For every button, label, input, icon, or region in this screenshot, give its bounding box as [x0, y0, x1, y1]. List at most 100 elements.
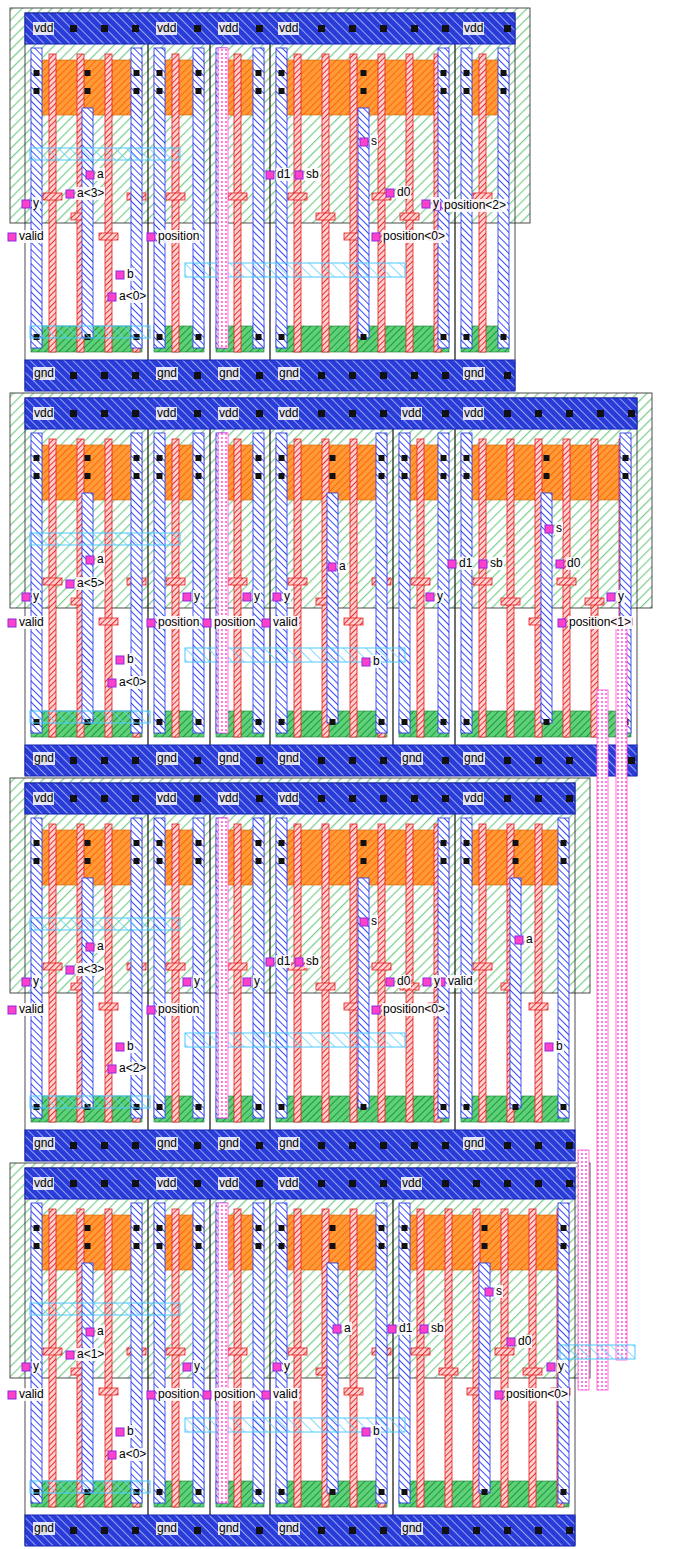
pin-square — [448, 560, 456, 568]
metal1-strip — [31, 433, 42, 733]
contact — [464, 88, 470, 94]
pin-square — [266, 171, 274, 179]
pin-label: gnd — [401, 752, 423, 765]
rail-contact — [256, 1142, 263, 1149]
contact — [464, 334, 470, 340]
contact — [196, 455, 202, 461]
p-diffusion — [276, 445, 387, 500]
contact — [256, 473, 262, 479]
poly-stub — [585, 598, 604, 605]
p-diffusion — [461, 445, 631, 500]
rail-contact — [442, 410, 449, 417]
metal2-outline — [30, 1303, 180, 1315]
poly-gate — [294, 824, 301, 1122]
rail-contact — [411, 795, 418, 802]
contact — [256, 719, 262, 725]
poly-gate — [294, 54, 301, 352]
rail-contact — [504, 1527, 511, 1534]
pin-square — [362, 658, 370, 666]
p-diffusion — [399, 1215, 569, 1270]
contact — [279, 1489, 285, 1495]
pin-square — [386, 189, 394, 197]
rail-contact — [318, 372, 325, 379]
standard-cell-row — [10, 778, 590, 1161]
contact — [196, 1489, 202, 1495]
pin-label: vdd — [401, 1177, 422, 1190]
contact — [441, 858, 447, 864]
contact — [513, 1104, 519, 1110]
rail-contact — [349, 795, 356, 802]
contact — [330, 1243, 336, 1249]
pin-label: d0 — [396, 186, 411, 199]
rail-contact — [70, 1142, 77, 1149]
rail-contact — [318, 795, 325, 802]
pin-label: gnd — [33, 367, 55, 380]
pin-label: valid — [447, 975, 474, 988]
pin-square — [266, 958, 274, 966]
rail-contact — [132, 372, 139, 379]
poly-gate — [535, 824, 542, 1122]
pin-square — [8, 619, 16, 627]
rail-contact — [628, 757, 635, 764]
cell-boundary — [148, 783, 210, 1160]
pin-label: a — [525, 933, 534, 946]
rail-contact — [504, 757, 511, 764]
pin-square — [388, 1325, 396, 1333]
pin-square — [607, 593, 615, 601]
poly-gate — [378, 824, 385, 1122]
pin-label: valid — [272, 616, 299, 629]
metal1-strip — [276, 48, 287, 348]
contact — [256, 455, 262, 461]
contact — [157, 473, 163, 479]
rail-contact — [566, 1527, 573, 1534]
contact — [441, 840, 447, 846]
power-rail — [25, 1168, 575, 1199]
pin-label: sb — [489, 557, 504, 570]
pin-label: a<0> — [118, 290, 147, 303]
poly-stub — [316, 983, 335, 990]
rail-contact — [442, 372, 449, 379]
rail-contact — [132, 1180, 139, 1187]
poly-gate — [417, 439, 424, 737]
pin-label: y — [253, 975, 261, 988]
pin-label: gnd — [218, 752, 240, 765]
pin-square — [262, 1391, 270, 1399]
rail-contact — [442, 1180, 449, 1187]
contact — [134, 840, 140, 846]
rail-contact — [535, 410, 542, 417]
pin-label: a — [96, 1325, 105, 1338]
contact — [34, 455, 40, 461]
poly-stub — [43, 963, 62, 970]
pin-label: y — [193, 975, 201, 988]
pin-label: valid — [272, 1388, 299, 1401]
pin-square — [360, 918, 368, 926]
standard-cell-row — [10, 1163, 590, 1546]
contact — [256, 858, 262, 864]
rail-contact — [70, 25, 77, 32]
rail-contact — [380, 757, 387, 764]
metal1-strip — [276, 818, 287, 1118]
pin-label: gnd — [218, 1137, 240, 1150]
poly-gate — [234, 439, 241, 737]
poly-gate — [172, 824, 179, 1122]
pin-label: b — [555, 1040, 564, 1053]
pin-label: gnd — [218, 1522, 240, 1535]
pin-square — [507, 1338, 515, 1346]
pin-square — [547, 1363, 555, 1371]
pin-label: d1 — [458, 557, 473, 570]
rail-contact — [411, 372, 418, 379]
pin-label: s — [495, 1285, 503, 1298]
pin-label: y — [283, 590, 291, 603]
pin-label: gnd — [156, 752, 178, 765]
p-diffusion — [276, 60, 449, 115]
contact — [279, 334, 285, 340]
pin-square — [362, 1428, 370, 1436]
rail-contact — [566, 1180, 573, 1187]
pin-label: gnd — [156, 367, 178, 380]
pin-label: vdd — [278, 407, 299, 420]
pin-square — [360, 138, 368, 146]
contact — [157, 455, 163, 461]
contact — [85, 858, 91, 864]
pin-label: gnd — [278, 752, 300, 765]
contact — [157, 1243, 163, 1249]
